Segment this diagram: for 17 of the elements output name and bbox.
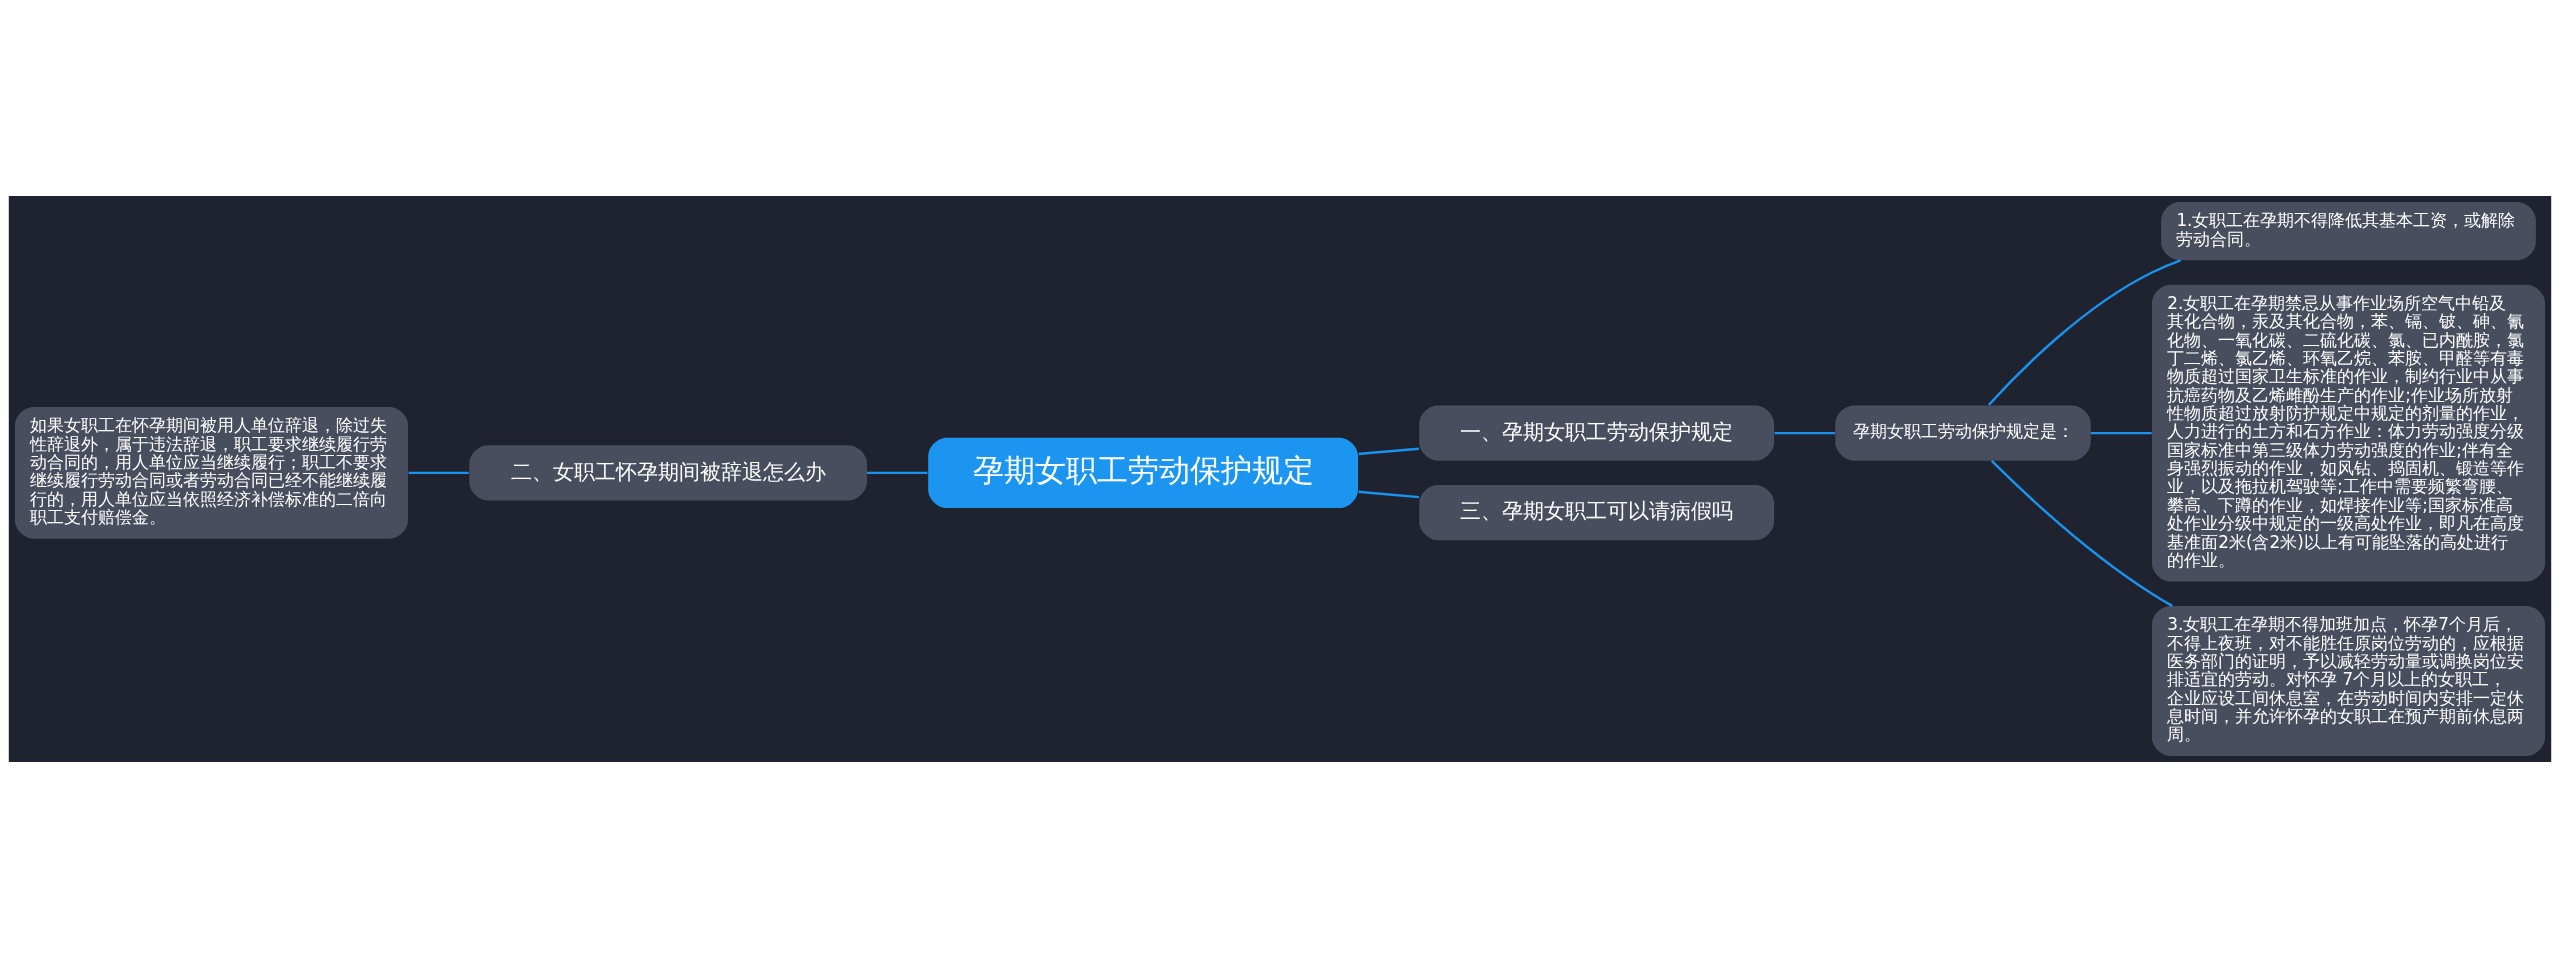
node-box: 孕期女职工劳动保护规定 [928, 437, 1358, 508]
connector [1990, 459, 2173, 607]
node-box: 三、孕期女职工可以请病假吗 [1419, 484, 1775, 540]
connector [2090, 431, 2152, 434]
node-box: 3.女职工在孕期不得加班加点，怀孕7个月后，不得上夜班，对不能胜任原岗位劳动的，应根据医务部门的证明，予以减轻劳动量或调换岗位安排适宜的劳动。对怀孕 7个月以上的女职工，企业应设工间休息室，在劳动时间内安排一定休息时间，并允许怀孕的女职工在预产期前休息两周。 [2151, 605, 2546, 756]
connector [867, 471, 928, 474]
node-box: 孕期女职工劳动保护规定是： [1835, 405, 2091, 461]
connector [1358, 446, 1420, 455]
node-box: 2.女职工在孕期禁忌从事作业场所空气中铅及其化合物，汞及其化合物，苯、镉、铍、砷、氰化物、一氧化碳、二硫化碳、氯、已内酰胺，氯丁二烯、氯乙烯、环氧乙烷、苯胺、甲醛等有毒物质超过国家卫生标准的作业，制约行业中从事抗癌药物及乙烯雌酚生产的作业;作业场所放射性物质超过放射防护规定中规定的剂量的作业，人力进行的土方和石方作业：体力劳动强度分级国家标准中第三级体力劳动强度的作业;伴有全身强烈振动的作业，如风钻、捣固机、锻造等作业，以及拖拉机驾驶等;工作中需要频繁弯腰、攀高、下蹲的作业，如焊接作业等;国家标准高处作业分级中规定的一级高处作业，即凡在高度基准面2米(含2米)以上有可能坠落的高处进行的作业。 [2151, 284, 2546, 581]
node-box: 1.女职工在孕期不得降低其基本工资，或解除劳动合同。 [2161, 201, 2536, 260]
connector [408, 471, 469, 474]
node-box: 如果女职工在怀孕期间被用人单位辞退，除过失性辞退外，属于违法辞退，职工要求继续履行劳动合同的，用人单位应当继续履行；职工不要求继续履行劳动合同或者劳动合同已经不能继续履行的，用人单位应当依照经济补偿标准的二倍向职工支付赔偿金。 [14, 406, 409, 539]
connector [1774, 431, 1836, 434]
node-box: 二、女职工怀孕期间被辞退怎么办 [469, 444, 867, 500]
connector [1358, 490, 1420, 498]
node-box: 一、孕期女职工劳动保护规定 [1419, 405, 1775, 461]
connector [1987, 258, 2182, 406]
